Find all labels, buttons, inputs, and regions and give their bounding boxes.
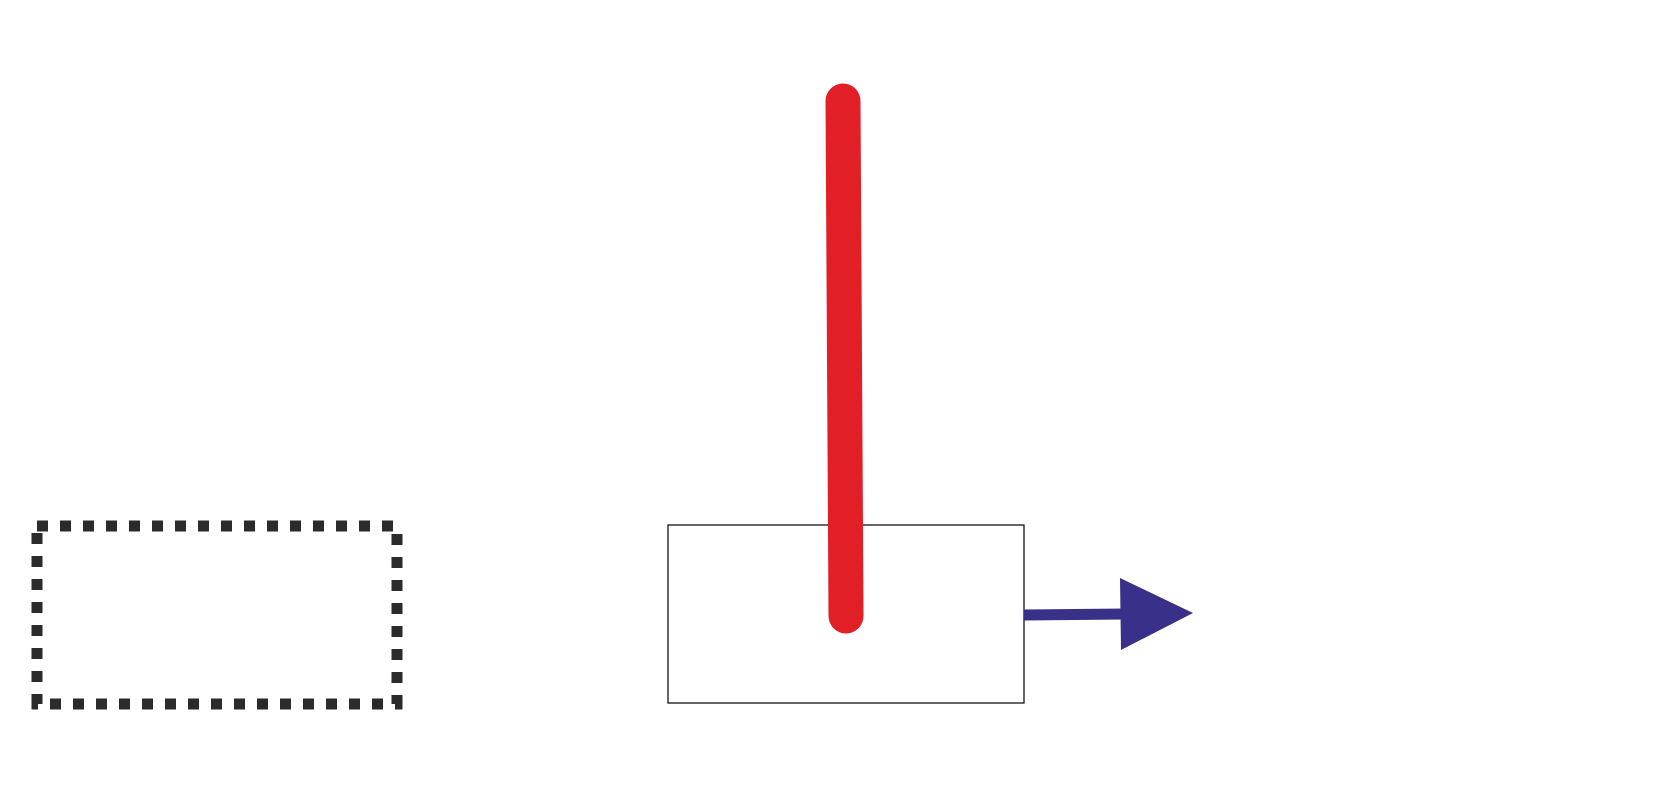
red-vertical-line	[825, 83, 864, 634]
dotted-rectangle	[31, 520, 403, 710]
blue-arrow-head	[1120, 578, 1193, 650]
blue-arrow	[1023, 578, 1193, 650]
blue-arrow-shaft	[1023, 608, 1126, 621]
